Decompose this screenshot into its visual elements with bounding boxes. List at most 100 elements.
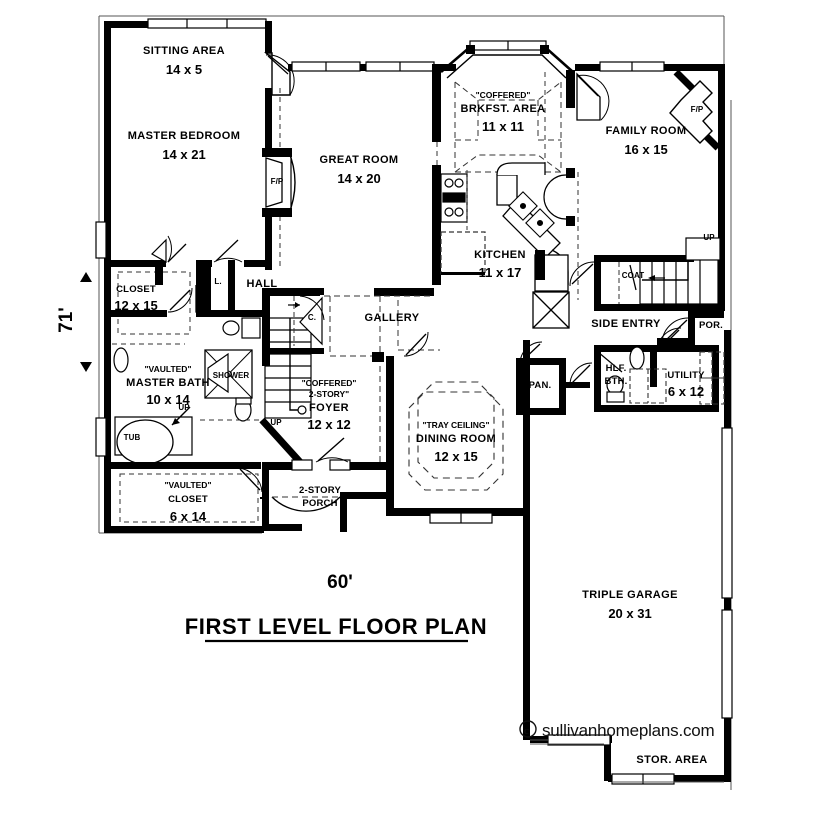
area-label-side-entry: SIDE ENTRY (591, 318, 661, 330)
washer-dryer-icons (699, 351, 725, 405)
window-bath-left (95, 417, 107, 457)
area-label-coat: COAT (622, 271, 644, 280)
range-icon (440, 173, 468, 223)
area-label-linen: L. (214, 277, 221, 286)
credit-text: sullivanhomeplans.com (542, 721, 715, 740)
window-breakfast (469, 40, 547, 51)
room-label-sitting-area: SITTING AREA (143, 45, 225, 57)
room-label-master-bath: MASTER BATH (126, 377, 210, 389)
stair-marker-family: UP (703, 233, 715, 242)
window-sitting-area (147, 18, 267, 29)
room-label-closet-main: CLOSET (116, 284, 156, 295)
half-bath-sink-icon (629, 346, 645, 370)
fireplace-hearth-bottom (262, 208, 292, 217)
window-family-room (599, 61, 665, 72)
room-label-foyer: FOYER (309, 402, 349, 414)
garage-walls (530, 427, 733, 785)
room-dim-triple-garage: 20 x 31 (608, 606, 651, 621)
toilet-icon (234, 397, 252, 422)
window-master-left (95, 221, 107, 259)
porch-step-arc (271, 496, 341, 512)
area-label-closet-abbrev: C. (308, 313, 316, 322)
room-label-family-room: FAMILY ROOM (606, 125, 687, 137)
room-qualifier-vaulted-closet: "VAULTED" (165, 480, 212, 490)
room-label-utility: UTILITY (667, 370, 705, 381)
bathtub-icon (114, 416, 193, 465)
copyright-notice: c sullivanhomeplans.com (519, 720, 715, 740)
room-dim-closet-main: 12 x 15 (114, 298, 157, 313)
family-room-walls (543, 61, 725, 226)
fireplace-hearth-top (262, 148, 292, 157)
sink-icon (508, 191, 555, 238)
area-label-porch-abbrev: POR. (699, 320, 723, 331)
room-qualifier-breakfast: "COFFERED" (476, 90, 531, 100)
appliance-icon (532, 291, 570, 329)
room-label-dining-room: DINING ROOM (416, 433, 496, 445)
area-label-hall: HALL (247, 278, 278, 290)
area-label-half-bath-line2: BTH. (605, 376, 628, 387)
master-bath-walls (95, 260, 303, 523)
room-label-master-bedroom: MASTER BEDROOM (128, 130, 241, 142)
area-label-pantry: PAN. (529, 380, 552, 391)
copyright-glyph: c (524, 725, 529, 737)
vaulted-closet-shelving (119, 473, 259, 523)
half-bath-toilet-icon (606, 375, 625, 403)
room-dim-foyer: 12 x 12 (307, 417, 350, 432)
foyer-qualifier-line1: "COFFERED" (302, 378, 357, 388)
dimension-width-label: 60' (327, 572, 353, 593)
room-dim-great-room: 14 x 20 (337, 171, 380, 186)
copyright-icon (519, 720, 537, 738)
window-dining (429, 512, 493, 524)
dining-room-walls (386, 331, 526, 524)
room-dim-dining-room: 12 x 15 (434, 449, 477, 464)
foyer-stairs (262, 288, 440, 471)
fireplace-label-master: F/P (271, 177, 284, 186)
room-dim-sitting-area: 14 x 5 (166, 62, 202, 77)
room-dim-breakfast-area: 11 x 11 (482, 119, 524, 134)
fireplace-label-family: F/P (691, 105, 704, 114)
room-dim-utility: 6 x 12 (668, 384, 704, 399)
room-dim-family-room: 16 x 15 (624, 142, 667, 157)
vanity-sink-left (113, 347, 129, 373)
angled-wall-bath (259, 417, 303, 465)
porch-label-line2: PORCH (302, 498, 337, 509)
stair-marker-bath: UP (178, 403, 190, 412)
room-dim-master-bedroom: 14 x 21 (162, 147, 205, 162)
master-suite-walls (95, 18, 296, 270)
room-dim-master-bath: 10 x 14 (146, 392, 190, 407)
room-label-kitchen: KITCHEN (474, 249, 526, 261)
gallery-ceiling-outline (324, 295, 440, 462)
door-swing-sitting (265, 54, 295, 96)
room-label-triple-garage: TRIPLE GARAGE (582, 589, 678, 601)
window-garage-right-upper (721, 427, 733, 599)
foyer-qualifier-line2: 2-STORY" (309, 389, 349, 399)
area-label-half-bath-line1: HLF. (606, 363, 627, 374)
porch-label-line1: 2-STORY (299, 485, 342, 496)
room-label-great-room: GREAT ROOM (320, 154, 399, 166)
area-label-storage: STOR. AREA (636, 754, 707, 766)
dimension-marks (80, 272, 92, 372)
half-bath-cabinet (629, 368, 667, 404)
room-label-vaulted-closet: CLOSET (168, 494, 208, 505)
window-garage-right-lower (721, 609, 733, 719)
area-label-gallery: GALLERY (365, 312, 420, 324)
service-area-walls (516, 237, 725, 415)
front-door-sidelights (291, 459, 351, 471)
breakfast-area-walls (440, 40, 575, 175)
room-dim-vaulted-closet: 6 x 14 (170, 509, 207, 524)
dimension-depth-label: 71' (56, 307, 77, 333)
room-qualifier-master-bath: "VAULTED" (145, 364, 192, 374)
stair-marker-foyer: UP (270, 418, 282, 427)
tray-ceiling-outline (408, 381, 504, 491)
room-dim-kitchen: 11 x 17 (479, 265, 522, 280)
closet-shelving (117, 271, 191, 335)
front-porch-walls (260, 470, 386, 532)
page-title: FIRST LEVEL FLOOR PLAN (185, 614, 487, 639)
room-qualifier-dining: "TRAY CEILING" (422, 420, 489, 430)
vanity-sink-hall (222, 317, 261, 339)
fixture-label-tub: TUB (124, 433, 141, 442)
room-label-breakfast-area: BRKFST. AREA (460, 103, 545, 115)
staircase-family-treads (639, 257, 719, 305)
